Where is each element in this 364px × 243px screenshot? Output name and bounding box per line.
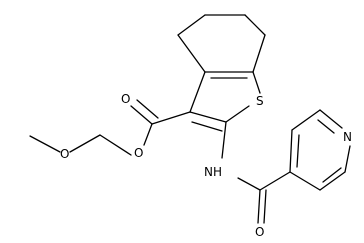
atom-label-pyridine-nitrogen: N (343, 130, 352, 144)
bond (237, 177, 261, 191)
bond (191, 121, 223, 132)
bond (319, 171, 346, 191)
atom-label-amide-oxygen: O (255, 225, 264, 239)
bond (289, 129, 293, 173)
bond (99, 134, 132, 156)
bond (221, 121, 227, 159)
bond (189, 111, 227, 123)
bond (225, 105, 250, 123)
bond (289, 171, 321, 191)
atom-label-ether-oxygen: O (60, 147, 69, 161)
bond (151, 111, 191, 125)
bond (143, 123, 153, 146)
bond (130, 105, 153, 125)
bond (69, 134, 101, 153)
bond (177, 34, 206, 73)
atom-label-carbonyl-oxygen: O (121, 92, 130, 106)
bond (319, 109, 343, 129)
bond (259, 171, 291, 191)
bond (136, 99, 159, 119)
atom-labels: S O O O NH O N (60, 92, 352, 239)
atom-label-amide-nitrogen: NH (204, 165, 222, 179)
bond (189, 71, 206, 113)
bond (291, 109, 321, 131)
bond (252, 34, 266, 73)
bond (263, 189, 267, 224)
bond (177, 14, 206, 36)
bonds (29, 14, 351, 224)
bond (322, 167, 342, 183)
bond (344, 145, 351, 173)
bond (257, 189, 261, 224)
bond (317, 119, 335, 134)
bond (29, 135, 61, 153)
bond (252, 71, 261, 94)
bond (296, 134, 300, 168)
atom-label-sulfur: S (256, 94, 264, 108)
atom-label-ester-oxygen: O (134, 146, 143, 160)
bond (244, 14, 266, 36)
